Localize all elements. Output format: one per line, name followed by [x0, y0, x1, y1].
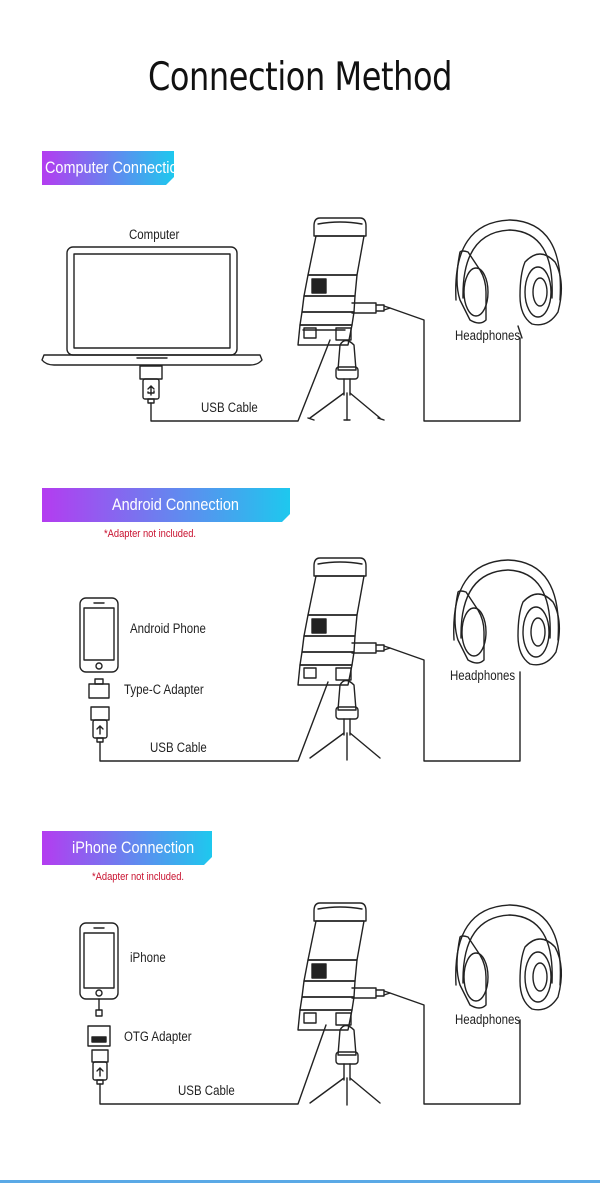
usb-plug-icon [90, 706, 110, 743]
laptop-icon [41, 246, 263, 366]
headphone-cable-line [389, 647, 521, 762]
android-phone-label: Android Phone [130, 621, 206, 636]
adapter-note: *Adapter not included. [92, 871, 185, 883]
iphone-connection-banner: iPhone Connection [42, 831, 212, 865]
page-title: Connection Method [147, 55, 453, 100]
banner-label: Android Connection [112, 495, 239, 514]
headphones-icon [455, 904, 563, 1011]
iphone-label: iPhone [130, 950, 166, 965]
headphone-cable-line [389, 992, 521, 1105]
android-phone-icon [79, 597, 119, 673]
banner-background [42, 151, 174, 185]
usb-cable-label: USB Cable [178, 1083, 235, 1098]
usb-cable-label: USB Cable [201, 400, 258, 415]
computer-connection-banner: Computer Connection [42, 151, 186, 185]
type-c-adapter-label: Type-C Adapter [124, 682, 204, 697]
otg-adapter-label: OTG Adapter [124, 1029, 192, 1044]
usb-cable-label: USB Cable [150, 740, 207, 755]
iphone-icon [79, 922, 119, 1000]
microphone-icon [297, 902, 391, 1106]
computer-label: Computer [129, 227, 180, 242]
type-c-adapter-icon [88, 678, 110, 699]
microphone-icon [297, 557, 391, 761]
headphones-label: Headphones [455, 1012, 521, 1027]
headphones-icon [455, 219, 563, 339]
bottom-divider [0, 1180, 600, 1183]
android-connection-banner: Android Connection [42, 488, 290, 522]
adapter-note: *Adapter not included. [104, 528, 197, 540]
banner-background [42, 488, 290, 522]
usb-plug-icon [91, 1049, 109, 1085]
headphones-label: Headphones [450, 668, 516, 683]
usb-cable-line [150, 339, 331, 422]
banner-label: Computer Connection [45, 158, 186, 177]
headphones-label: Headphones [455, 328, 521, 343]
microphone-icon [297, 217, 391, 421]
usb-cable-line [99, 1024, 327, 1105]
otg-adapter-icon [87, 1009, 111, 1047]
banner-label: iPhone Connection [72, 838, 195, 857]
banner-background [42, 831, 212, 865]
headphones-icon [453, 559, 561, 666]
headphone-cable-line [389, 307, 521, 422]
usb-cable-line [99, 681, 329, 762]
